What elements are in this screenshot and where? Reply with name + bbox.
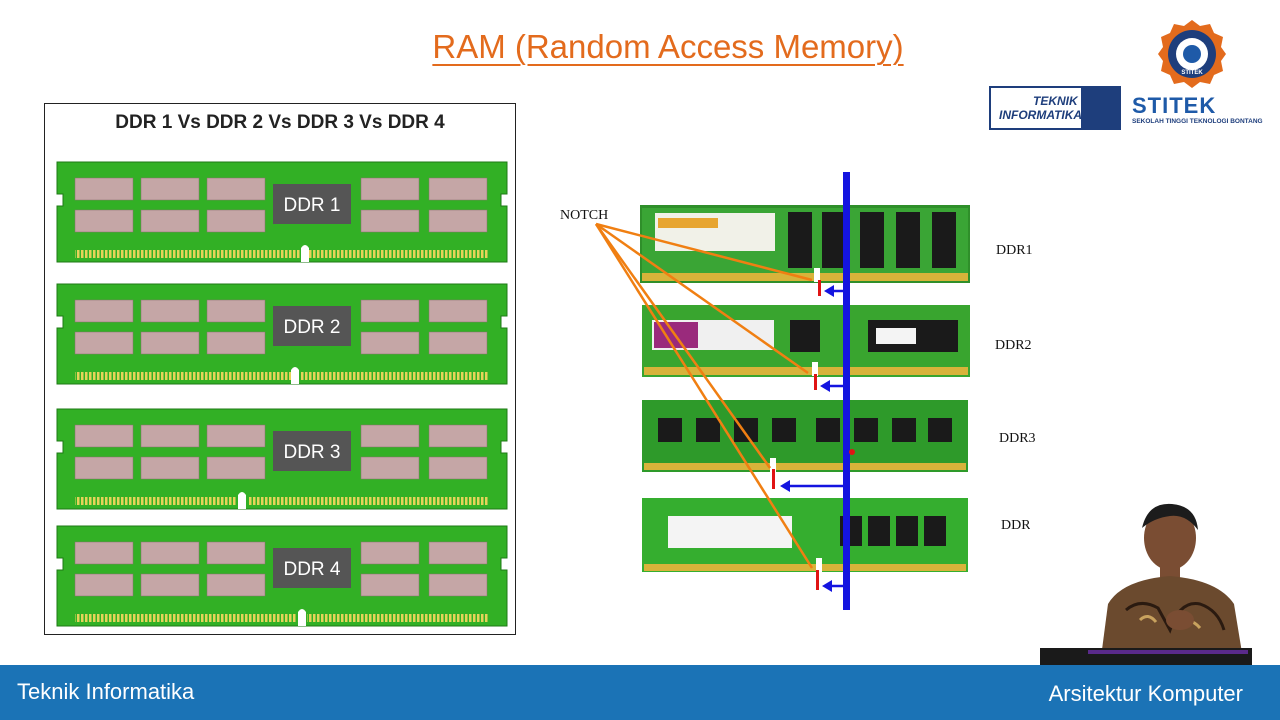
ddr2-label: DDR 2 bbox=[283, 317, 340, 338]
notch-pointer-lines bbox=[594, 222, 814, 569]
ddr1-side-label: DDR1 bbox=[996, 243, 1033, 258]
stitek-subtitle: SEKOLAH TINGGI TEKNOLOGI BONTANG bbox=[1132, 118, 1263, 125]
cursor-dot bbox=[849, 449, 855, 455]
ddr4-side-label: DDR4 bbox=[1001, 518, 1038, 533]
ddr1-label-box bbox=[273, 184, 351, 224]
ddr4-label: DDR 4 bbox=[283, 559, 340, 580]
slide-title-text: RAM (Random Access Memory) bbox=[432, 28, 904, 65]
alignment-line bbox=[843, 172, 850, 610]
stitek-seal-logo: STITEK bbox=[1158, 20, 1226, 88]
ddr3-module: DDR 3 bbox=[56, 408, 508, 510]
slide-title: RAM (Random Access Memory) bbox=[0, 28, 1280, 66]
ddr2-photo bbox=[642, 305, 970, 377]
notch-markers bbox=[772, 280, 821, 590]
ddr4-module: DDR 4 bbox=[56, 525, 508, 627]
ddr1-photo bbox=[640, 205, 970, 283]
ddr4-label-box bbox=[273, 548, 351, 588]
ddr4-photo bbox=[642, 498, 968, 572]
notch-label: NOTCH bbox=[560, 208, 608, 223]
ddr2-notch bbox=[291, 367, 299, 384]
ddr3-notch bbox=[238, 492, 246, 509]
stitek-wordmark: STITEK bbox=[1132, 93, 1217, 118]
ddr1-module: DDR 1 bbox=[56, 161, 508, 263]
ddr-comparison-diagram: DDR 1 Vs DDR 2 Vs DDR 3 Vs DDR 4 DDR 1 bbox=[44, 103, 516, 635]
ddr-modules-svg: DDR 1 DDR 2 bbox=[56, 161, 508, 627]
logo-text: TEKNIK INFORMATIKA bbox=[999, 94, 1082, 122]
teknik-informatika-logo: TEKNIK INFORMATIKA bbox=[989, 86, 1121, 130]
notch-arrows bbox=[780, 285, 843, 592]
footer-course-program: Teknik Informatika bbox=[17, 679, 195, 704]
ddr3-photo bbox=[642, 400, 968, 472]
ddr3-label: DDR 3 bbox=[283, 442, 340, 463]
ddr-diagram-heading: DDR 1 Vs DDR 2 Vs DDR 3 Vs DDR 4 bbox=[115, 112, 445, 133]
ddr3-label-box bbox=[273, 431, 351, 471]
presenter-webcam bbox=[1030, 500, 1262, 665]
ddr1-label: DDR 1 bbox=[283, 195, 340, 216]
ddr2-side-label: DDR2 bbox=[995, 338, 1032, 353]
logo-blue-block bbox=[1081, 86, 1121, 130]
seal-text: STITEK bbox=[1181, 70, 1203, 76]
ram-photo-comparison: NOTCH DDR1 DDR2 DDR3 DDR4 bbox=[560, 172, 1038, 610]
ddr2-label-box bbox=[273, 306, 351, 346]
logo-line1: TEKNIK bbox=[1033, 94, 1078, 108]
ddr4-notch bbox=[298, 609, 306, 626]
footer-bar: Teknik Informatika Arsitektur Komputer bbox=[0, 665, 1280, 720]
ddr3-side-label: DDR3 bbox=[999, 431, 1036, 446]
footer-course-name: Arsitektur Komputer bbox=[1048, 681, 1243, 706]
ddr1-notch bbox=[301, 245, 309, 262]
ddr2-module: DDR 2 bbox=[56, 283, 508, 385]
logo-line2: INFORMATIKA bbox=[999, 108, 1083, 122]
